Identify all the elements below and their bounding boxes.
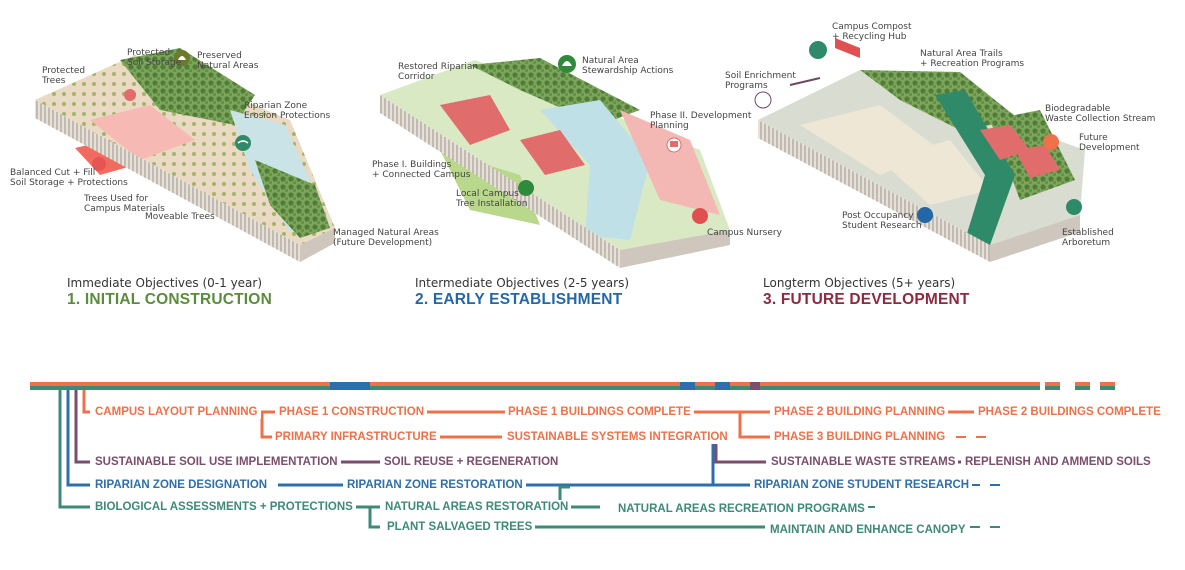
tl-phase3-building-planning: PHASE 3 BUILDING PLANNING xyxy=(771,430,949,444)
tl-natural-areas-restoration: NATURAL AREAS RESTORATION xyxy=(382,500,572,514)
tl-riparian-student-research: RIPARIAN ZONE STUDENT RESEARCH xyxy=(751,478,973,492)
isometric-illustrations xyxy=(35,38,1085,268)
label-future-development: Future Development xyxy=(1079,133,1140,153)
timeline-lines xyxy=(30,382,1115,529)
tl-phase1-construction: PHASE 1 CONSTRUCTION xyxy=(276,405,428,419)
cut-fill-icon xyxy=(92,157,106,171)
stewardship-icon xyxy=(558,55,576,73)
nursery-icon xyxy=(692,208,708,224)
soil-storage-icon xyxy=(124,89,136,101)
label-post-occupancy: Post Occupancy Student Research xyxy=(842,211,922,231)
preserved-areas-icon xyxy=(174,50,190,66)
label-soil-enrichment: Soil Enrichment Programs xyxy=(725,71,796,91)
label-established-arboretum: Established Arboretum xyxy=(1062,228,1114,248)
riparian-icon xyxy=(235,135,251,151)
label-compost-hub: Campus Compost + Recycling Hub xyxy=(832,22,912,42)
label-campus-nursery: Campus Nursery xyxy=(707,228,782,238)
tl-phase1-buildings-complete: PHASE 1 BUILDINGS COMPLETE xyxy=(505,405,694,419)
phase-3-title: 3. FUTURE DEVELOPMENT xyxy=(763,291,970,308)
label-preserved-natural-areas: Preserved Natural Areas xyxy=(197,51,259,71)
label-managed-natural-areas: Managed Natural Areas (Future Developmen… xyxy=(333,228,439,248)
label-moveable-trees: Moveable Trees xyxy=(145,212,215,222)
tl-replenish-soils: REPLENISH AND AMMEND SOILS xyxy=(962,455,1154,469)
label-phase2-planning: Phase II. Development Planning xyxy=(650,111,752,131)
tree-installation-icon xyxy=(518,180,534,196)
phase-1-subtitle: Immediate Objectives (0-1 year) xyxy=(67,276,263,290)
soil-enrichment-icon xyxy=(754,91,772,109)
tl-natural-areas-recreation: NATURAL AREAS RECREATION PROGRAMS xyxy=(615,502,868,516)
label-trails-recreation: Natural Area Trails + Recreation Program… xyxy=(920,49,1025,69)
block-3-future-development xyxy=(758,38,1085,262)
phase-1-title: 1. INITIAL CONSTRUCTION xyxy=(67,291,272,308)
tl-sustainable-waste-streams: SUSTAINABLE WASTE STREAMS xyxy=(768,455,959,469)
tl-plant-salvaged-trees: PLANT SALVAGED TREES xyxy=(384,520,536,534)
label-protected-soil-storage: Protected Soil Storage xyxy=(127,48,182,68)
label-trees-materials: Trees Used for Campus Materials xyxy=(84,194,165,214)
tl-sustainable-soil-use: SUSTAINABLE SOIL USE IMPLEMENTATION xyxy=(92,455,341,469)
tl-primary-infrastructure: PRIMARY INFRASTRUCTURE xyxy=(272,430,440,444)
tl-campus-layout-planning: CAMPUS LAYOUT PLANNING xyxy=(92,405,261,419)
tl-riparian-restoration: RIPARIAN ZONE RESTORATION xyxy=(344,478,526,492)
research-icon xyxy=(917,207,933,223)
label-phase1-buildings: Phase I. Buildings + Connected Campus xyxy=(372,160,471,180)
block-1-initial-construction xyxy=(35,48,335,262)
block-2-early-establishment xyxy=(380,58,730,268)
label-tree-installation: Local Campus Tree Installation xyxy=(456,189,528,209)
phase-2-title: 2. EARLY ESTABLISHMENT xyxy=(415,291,623,308)
label-restored-riparian: Restored Riparian Corridor xyxy=(398,62,479,82)
tl-phase2-building-planning: PHASE 2 BUILDING PLANNING xyxy=(771,405,949,419)
tl-riparian-designation: RIPARIAN ZONE DESIGNATION xyxy=(92,478,271,492)
label-stewardship: Natural Area Stewardship Actions xyxy=(582,56,674,76)
label-riparian-erosion: Riparian Zone Erosion Protections xyxy=(244,101,331,121)
tl-sustainable-systems: SUSTAINABLE SYSTEMS INTEGRATION xyxy=(504,430,731,444)
tl-biological-assessments: BIOLOGICAL ASSESSMENTS + PROTECTIONS xyxy=(92,500,356,514)
planning-icon xyxy=(666,137,682,153)
tl-phase2-buildings-complete: PHASE 2 BUILDINGS COMPLETE xyxy=(975,405,1164,419)
label-biodegradable-waste: Biodegradable Waste Collection Stream xyxy=(1045,104,1156,124)
waste-stream-icon xyxy=(1043,134,1059,150)
label-protected-trees: Protected Trees xyxy=(42,66,86,86)
tl-maintain-canopy: MAINTAIN AND ENHANCE CANOPY xyxy=(767,523,969,537)
phase-2-subtitle: Intermediate Objectives (2-5 years) xyxy=(415,276,630,290)
label-balanced-cut-fill: Balanced Cut + Fill Soil Storage + Prote… xyxy=(10,168,128,188)
tl-soil-reuse: SOIL REUSE + REGENERATION xyxy=(381,455,562,469)
phase-3-subtitle: Longterm Objectives (5+ years) xyxy=(763,276,956,290)
compost-icon xyxy=(809,41,827,59)
arboretum-icon xyxy=(1066,199,1082,215)
